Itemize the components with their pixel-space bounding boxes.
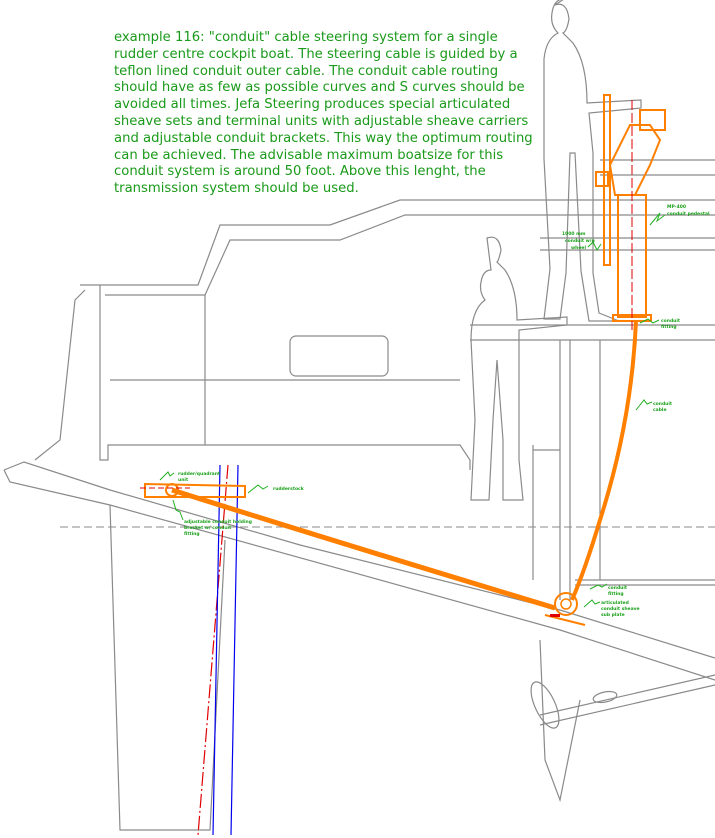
label-sheave: articulated conduit sheave sub plate xyxy=(583,599,640,618)
svg-text:adjustable conduit holding: adjustable conduit holding xyxy=(184,519,252,525)
label-pedestal: MP-400 conduit pedestal xyxy=(649,204,710,226)
conduit-cable-lower xyxy=(171,487,556,611)
svg-text:conduit: conduit xyxy=(661,318,681,324)
svg-text:rudderstock: rudderstock xyxy=(273,486,305,492)
rudder-axis-red xyxy=(197,464,229,836)
svg-text:conduit pedestal: conduit pedestal xyxy=(667,211,710,217)
svg-text:conduit: conduit xyxy=(608,585,628,591)
label-conduit: conduit cable xyxy=(635,399,673,413)
svg-text:bracket w/ conduit: bracket w/ conduit xyxy=(184,525,232,531)
label-fitting-top: conduit fitting xyxy=(639,318,681,330)
svg-text:cable: cable xyxy=(653,407,667,413)
label-quadrant: rudder/quadrant unit xyxy=(159,471,221,483)
rudder-stock-blue-2 xyxy=(230,464,239,836)
label-bracket: adjustable conduit holding bracket w/ co… xyxy=(172,499,252,537)
description-text: example 116: "conduit" cable steering sy… xyxy=(114,30,533,197)
svg-text:MP-400: MP-400 xyxy=(667,204,686,210)
svg-text:conduit: conduit xyxy=(653,401,673,407)
svg-text:wheel: wheel xyxy=(571,245,586,251)
label-shaft: 1000 mm conduit w/g wheel xyxy=(562,231,602,251)
svg-text:conduit w/g: conduit w/g xyxy=(565,238,595,244)
svg-text:rudder/quadrant: rudder/quadrant xyxy=(178,471,221,477)
label-fitting-bottom: conduit fitting xyxy=(589,583,628,597)
steering-pedestal xyxy=(595,94,666,330)
svg-text:articulated: articulated xyxy=(601,600,629,606)
label-stock: rudderstock xyxy=(247,484,305,494)
svg-text:conduit sheave: conduit sheave xyxy=(601,606,640,612)
conduit-cable xyxy=(570,319,638,601)
svg-text:1000 mm: 1000 mm xyxy=(562,231,586,237)
svg-text:sub plate: sub plate xyxy=(601,612,625,618)
svg-text:unit: unit xyxy=(178,477,189,483)
quadrant-unit xyxy=(140,482,246,498)
rudder-stock-blue-1 xyxy=(212,464,221,836)
svg-text:fitting: fitting xyxy=(661,324,677,330)
hull-outline xyxy=(3,0,715,831)
svg-text:fitting: fitting xyxy=(184,531,200,537)
sheave-set xyxy=(544,592,586,626)
svg-text:fitting: fitting xyxy=(608,591,624,597)
